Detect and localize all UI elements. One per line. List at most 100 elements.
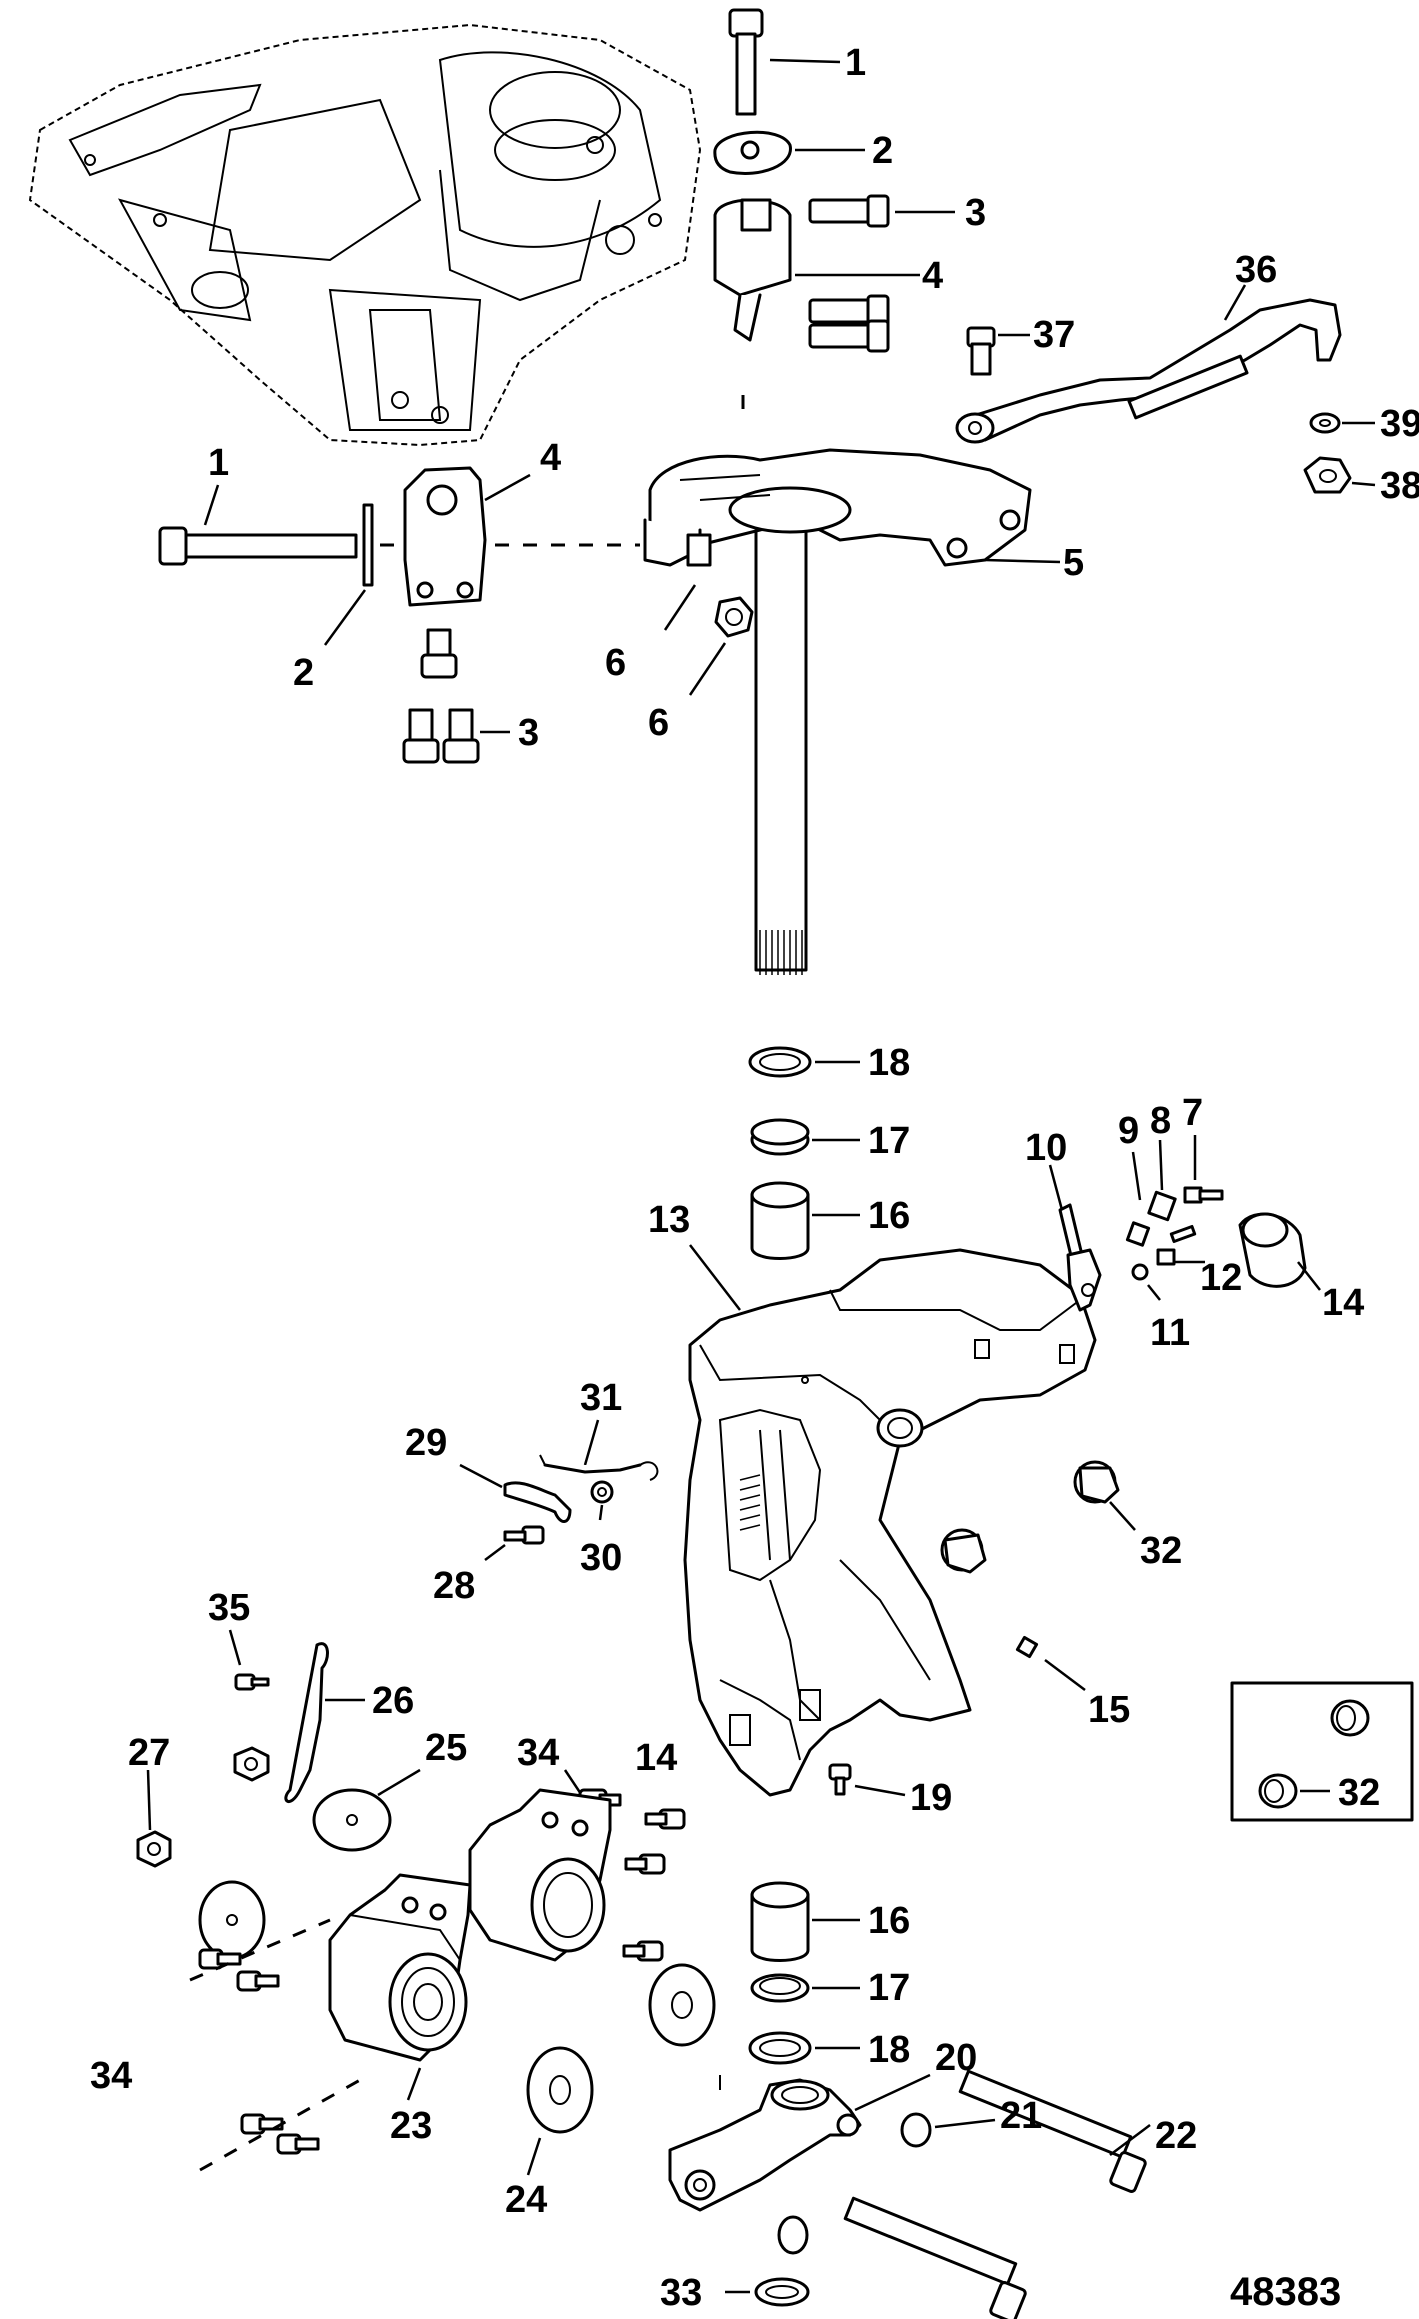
bolt-3-single bbox=[420, 628, 458, 679]
bolt-1-upper bbox=[728, 8, 841, 116]
callout-17: 17 bbox=[868, 1967, 910, 2009]
callout-6: 6 bbox=[648, 702, 669, 744]
yoke-20 bbox=[668, 2073, 931, 2212]
washer-21 bbox=[900, 2112, 996, 2148]
callout-14: 14 bbox=[1322, 1282, 1364, 1324]
callout-34: 34 bbox=[517, 1732, 559, 1774]
callout-2: 2 bbox=[872, 130, 893, 172]
upper-mount-assembly bbox=[713, 8, 955, 353]
callout-3: 3 bbox=[965, 192, 986, 234]
callout-39: 39 bbox=[1380, 403, 1419, 445]
figure-number: 48383 bbox=[1230, 2270, 1341, 2314]
callout-10: 10 bbox=[1025, 1127, 1067, 1169]
callout-6: 6 bbox=[605, 642, 626, 684]
bolt-22-lower bbox=[843, 2196, 1027, 2319]
lower-mount-assembly bbox=[136, 1629, 716, 2176]
bracket-4-side bbox=[403, 466, 531, 607]
callout-34: 34 bbox=[90, 2055, 132, 2097]
grease-fitting-15 bbox=[1015, 1635, 1086, 1691]
bolt-35 bbox=[228, 1629, 270, 1691]
bushing-32-left bbox=[940, 1528, 987, 1574]
ground-strap-hardware bbox=[459, 1419, 659, 1561]
callout-11: 11 bbox=[1150, 1312, 1190, 1354]
mount-rear bbox=[468, 1788, 612, 1962]
nut-upper bbox=[233, 1746, 270, 1782]
callout-5: 5 bbox=[1063, 542, 1084, 584]
washer-2-side bbox=[323, 503, 374, 646]
trim-sender-hardware bbox=[1048, 1135, 1321, 1312]
callout-4: 4 bbox=[922, 255, 943, 297]
callout-8: 8 bbox=[1150, 1100, 1171, 1142]
callout-37: 37 bbox=[1033, 314, 1075, 356]
washer-24 bbox=[526, 2046, 594, 2176]
callout-25: 25 bbox=[425, 1727, 467, 1769]
bolts-34-lower bbox=[189, 1918, 361, 2172]
callout-1: 1 bbox=[845, 42, 866, 84]
callout-20: 20 bbox=[935, 2037, 977, 2079]
lower-seal-stack bbox=[719, 1881, 860, 2090]
callout-labels: 1 2 3 4 36 37 39 38 1 4 5 2 6 6 3 18 17 … bbox=[90, 42, 1419, 2314]
callout-19: 19 bbox=[910, 1777, 952, 1819]
bolts-right-column bbox=[622, 1808, 686, 1962]
bolts-3-upper bbox=[808, 194, 955, 353]
callout-15: 15 bbox=[1088, 1689, 1130, 1731]
lower-yoke-assembly bbox=[668, 2069, 1151, 2319]
washer-lower-right bbox=[648, 1963, 716, 2047]
engine-adapter-plate bbox=[28, 23, 702, 447]
callout-27: 27 bbox=[128, 1732, 170, 1774]
clip-2-upper bbox=[713, 130, 865, 175]
bolt-22-upper bbox=[958, 2069, 1151, 2193]
callout-35: 35 bbox=[208, 1587, 250, 1629]
screw-19 bbox=[828, 1763, 906, 1797]
bushing-32-right bbox=[1073, 1460, 1136, 1531]
washer-25 bbox=[312, 1768, 421, 1852]
callout-3: 3 bbox=[518, 712, 539, 754]
tie-rod-assembly bbox=[955, 284, 1376, 494]
nuts-6 bbox=[663, 584, 754, 696]
callout-29: 29 bbox=[405, 1422, 447, 1464]
callout-2: 2 bbox=[293, 652, 314, 694]
callout-18: 18 bbox=[868, 2029, 910, 2071]
callout-16: 16 bbox=[868, 1900, 910, 1942]
washer-39 bbox=[1309, 412, 1375, 434]
bolt-37 bbox=[966, 326, 1030, 376]
steering-arm-and-shaft bbox=[643, 395, 1061, 975]
bracket-4-upper bbox=[713, 198, 920, 342]
callout-36: 36 bbox=[1235, 249, 1277, 291]
callout-30: 30 bbox=[580, 1537, 622, 1579]
washer-left bbox=[198, 1880, 266, 1960]
bolt-1-side bbox=[158, 484, 358, 566]
bushing-inset-box bbox=[1230, 1681, 1414, 1822]
washer-middle bbox=[777, 2215, 809, 2255]
callout-24: 24 bbox=[505, 2179, 547, 2221]
washer-33 bbox=[725, 2277, 810, 2307]
callout-31: 31 bbox=[580, 1377, 622, 1419]
nut-27 bbox=[136, 1769, 172, 1868]
callout-12: 12 bbox=[1200, 1257, 1242, 1299]
side-mount-assembly bbox=[158, 466, 640, 764]
upper-seal-stack bbox=[748, 1046, 860, 1260]
callout-28: 28 bbox=[433, 1565, 475, 1607]
callout-18: 18 bbox=[868, 1042, 910, 1084]
callout-4: 4 bbox=[540, 437, 561, 479]
nut-38 bbox=[1303, 456, 1376, 494]
callout-1: 1 bbox=[208, 442, 229, 484]
callout-38: 38 bbox=[1380, 465, 1419, 507]
callout-13: 13 bbox=[648, 1199, 690, 1241]
callout-17: 17 bbox=[868, 1120, 910, 1162]
callout-7: 7 bbox=[1182, 1092, 1203, 1134]
callout-32: 32 bbox=[1338, 1772, 1380, 1814]
callout-23: 23 bbox=[390, 2105, 432, 2147]
swivel-bracket-13 bbox=[683, 1244, 1097, 1797]
callout-9: 9 bbox=[1118, 1110, 1139, 1152]
ground-wire-26 bbox=[284, 1642, 365, 1803]
callout-32: 32 bbox=[1140, 1530, 1182, 1572]
callout-22: 22 bbox=[1155, 2115, 1197, 2157]
callout-21: 21 bbox=[1000, 2095, 1042, 2137]
bushings-and-fittings bbox=[828, 1460, 1136, 1797]
callout-16: 16 bbox=[868, 1195, 910, 1237]
callout-14: 14 bbox=[635, 1737, 677, 1779]
callout-26: 26 bbox=[372, 1680, 414, 1722]
callout-33: 33 bbox=[660, 2272, 702, 2314]
